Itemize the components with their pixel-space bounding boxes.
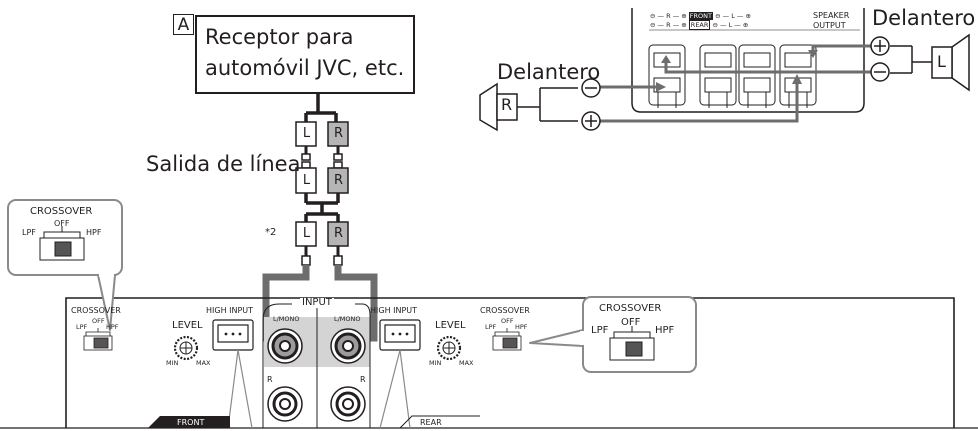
amplifier-panel bbox=[65, 297, 955, 428]
panel-min-rear: MIN bbox=[429, 359, 442, 367]
panel-lpf-front: LPF bbox=[76, 323, 88, 331]
panel-hpf-front: HPF bbox=[106, 323, 119, 331]
receiver-label-line2: automóvil JVC, etc. bbox=[205, 56, 405, 80]
panel-max-front: MAX bbox=[196, 359, 211, 367]
callout-off-right: OFF bbox=[621, 317, 641, 328]
plug-label-r1: R bbox=[333, 126, 344, 141]
input-jacks bbox=[267, 328, 366, 422]
panel-max-rear: MAX bbox=[459, 359, 474, 367]
speaker-left-letter: L bbox=[937, 52, 946, 71]
speaker-output-title-2: OUTPUT bbox=[813, 21, 846, 30]
figure-letter-box: A bbox=[173, 14, 194, 35]
panel-min-front: MIN bbox=[166, 359, 179, 367]
speaker-output-title-1: SPEAKER bbox=[813, 11, 850, 20]
plug-label-r3: R bbox=[333, 226, 344, 241]
panel-r-left: R bbox=[267, 375, 273, 384]
panel-r-right: R bbox=[360, 375, 366, 384]
receiver-label-line1: Receptor para bbox=[205, 25, 354, 49]
panel-off-rear: OFF bbox=[501, 317, 514, 325]
speaker-terminals bbox=[648, 44, 817, 108]
callout-lpf-left: LPF bbox=[22, 228, 36, 237]
panel-input-label: INPUT bbox=[300, 297, 334, 308]
plug-label-l1: L bbox=[302, 126, 311, 141]
level-knob-rear bbox=[436, 335, 462, 361]
speaker-right bbox=[479, 78, 601, 132]
receiver-box bbox=[195, 15, 415, 94]
note-mark: *2 bbox=[265, 227, 277, 238]
rca-cable bbox=[304, 93, 338, 122]
callout-hpf-left: HPF bbox=[86, 228, 102, 237]
panel-lmono-left: L/MONO bbox=[273, 315, 300, 323]
panel-crossover-rear bbox=[492, 328, 522, 351]
panel-lmono-right: L/MONO bbox=[334, 315, 361, 323]
plug-label-l2: L bbox=[302, 173, 311, 188]
line-out-label: Salida de línea bbox=[146, 152, 301, 176]
panel-high-input-front: HIGH INPUT bbox=[206, 306, 254, 315]
callout-lpf-right: LPF bbox=[591, 325, 609, 336]
panel-hpf-rear: HPF bbox=[515, 323, 528, 331]
speaker-right-letter: R bbox=[501, 95, 513, 114]
plug-label-l3: L bbox=[302, 226, 311, 241]
callout-crossover-title-right: CROSSOVER bbox=[599, 303, 662, 314]
speaker-left bbox=[870, 33, 970, 92]
speaker-output-panel bbox=[631, 8, 865, 113]
rear-tab bbox=[399, 415, 480, 429]
rca-plugs bbox=[295, 121, 349, 266]
callout-off-left: OFF bbox=[54, 219, 70, 228]
callout-crossover-title-left: CROSSOVER bbox=[30, 206, 93, 217]
rear-tab-label: REAR bbox=[420, 418, 442, 427]
panel-crossover-rear-label: CROSSOVER bbox=[480, 306, 530, 315]
panel-crossover-front-label: CROSSOVER bbox=[71, 306, 121, 315]
terminal-row-rear: ⊖ — R — ⊕ REAR ⊖ — L — ⊕ bbox=[650, 20, 749, 30]
front-label-right-speaker: Delantero bbox=[497, 60, 601, 84]
panel-crossover-front bbox=[83, 328, 113, 351]
panel-level-rear: LEVEL bbox=[435, 320, 466, 331]
panel-lpf-rear: LPF bbox=[485, 323, 497, 331]
front-label-left-speaker: Delantero bbox=[872, 6, 976, 30]
callout-hpf-right: HPF bbox=[655, 325, 675, 336]
front-tab-label: FRONT bbox=[177, 418, 205, 427]
panel-off-front: OFF bbox=[92, 317, 105, 325]
panel-high-input-rear: HIGH INPUT bbox=[370, 306, 418, 315]
plug-label-r2: R bbox=[333, 173, 344, 188]
terminal-row-front: ⊖ — R — ⊕ FRONT ⊖ — L — ⊕ bbox=[650, 12, 751, 20]
level-knob-front bbox=[173, 335, 199, 361]
panel-level-front: LEVEL bbox=[172, 320, 203, 331]
front-tab bbox=[148, 416, 230, 428]
